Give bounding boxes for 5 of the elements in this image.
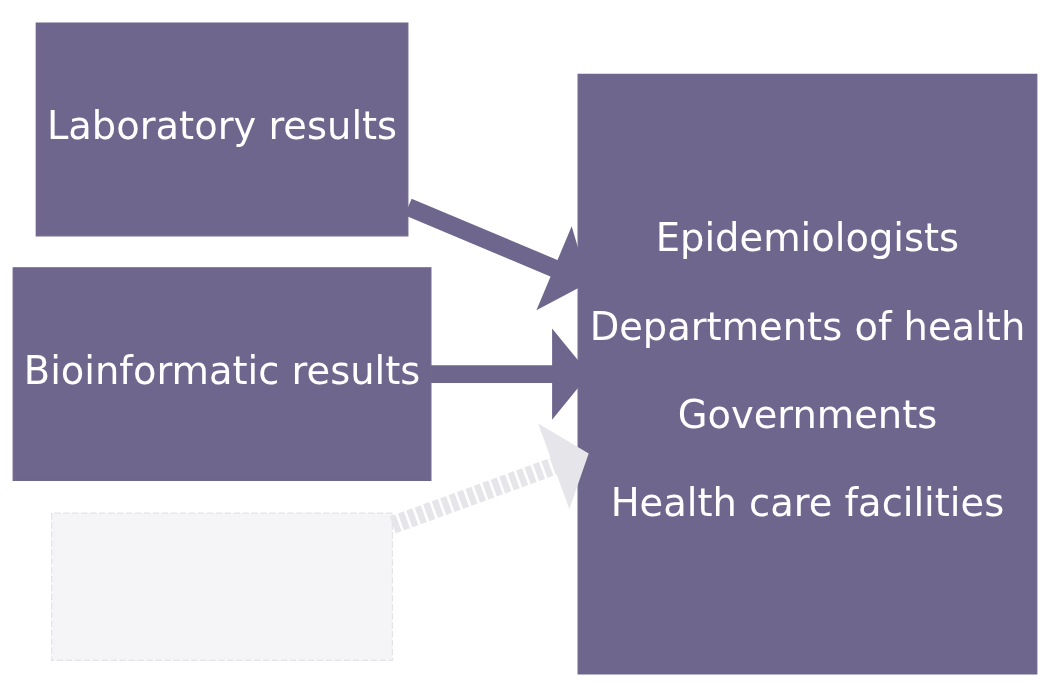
node-box: Bioinformatic results [12,266,432,481]
node-box: Epidemiologists Departments of health Governments Health care facilities [577,73,1038,674]
arrow [389,422,589,533]
node-box: Laboratory results [35,22,409,236]
node-box [51,511,394,661]
